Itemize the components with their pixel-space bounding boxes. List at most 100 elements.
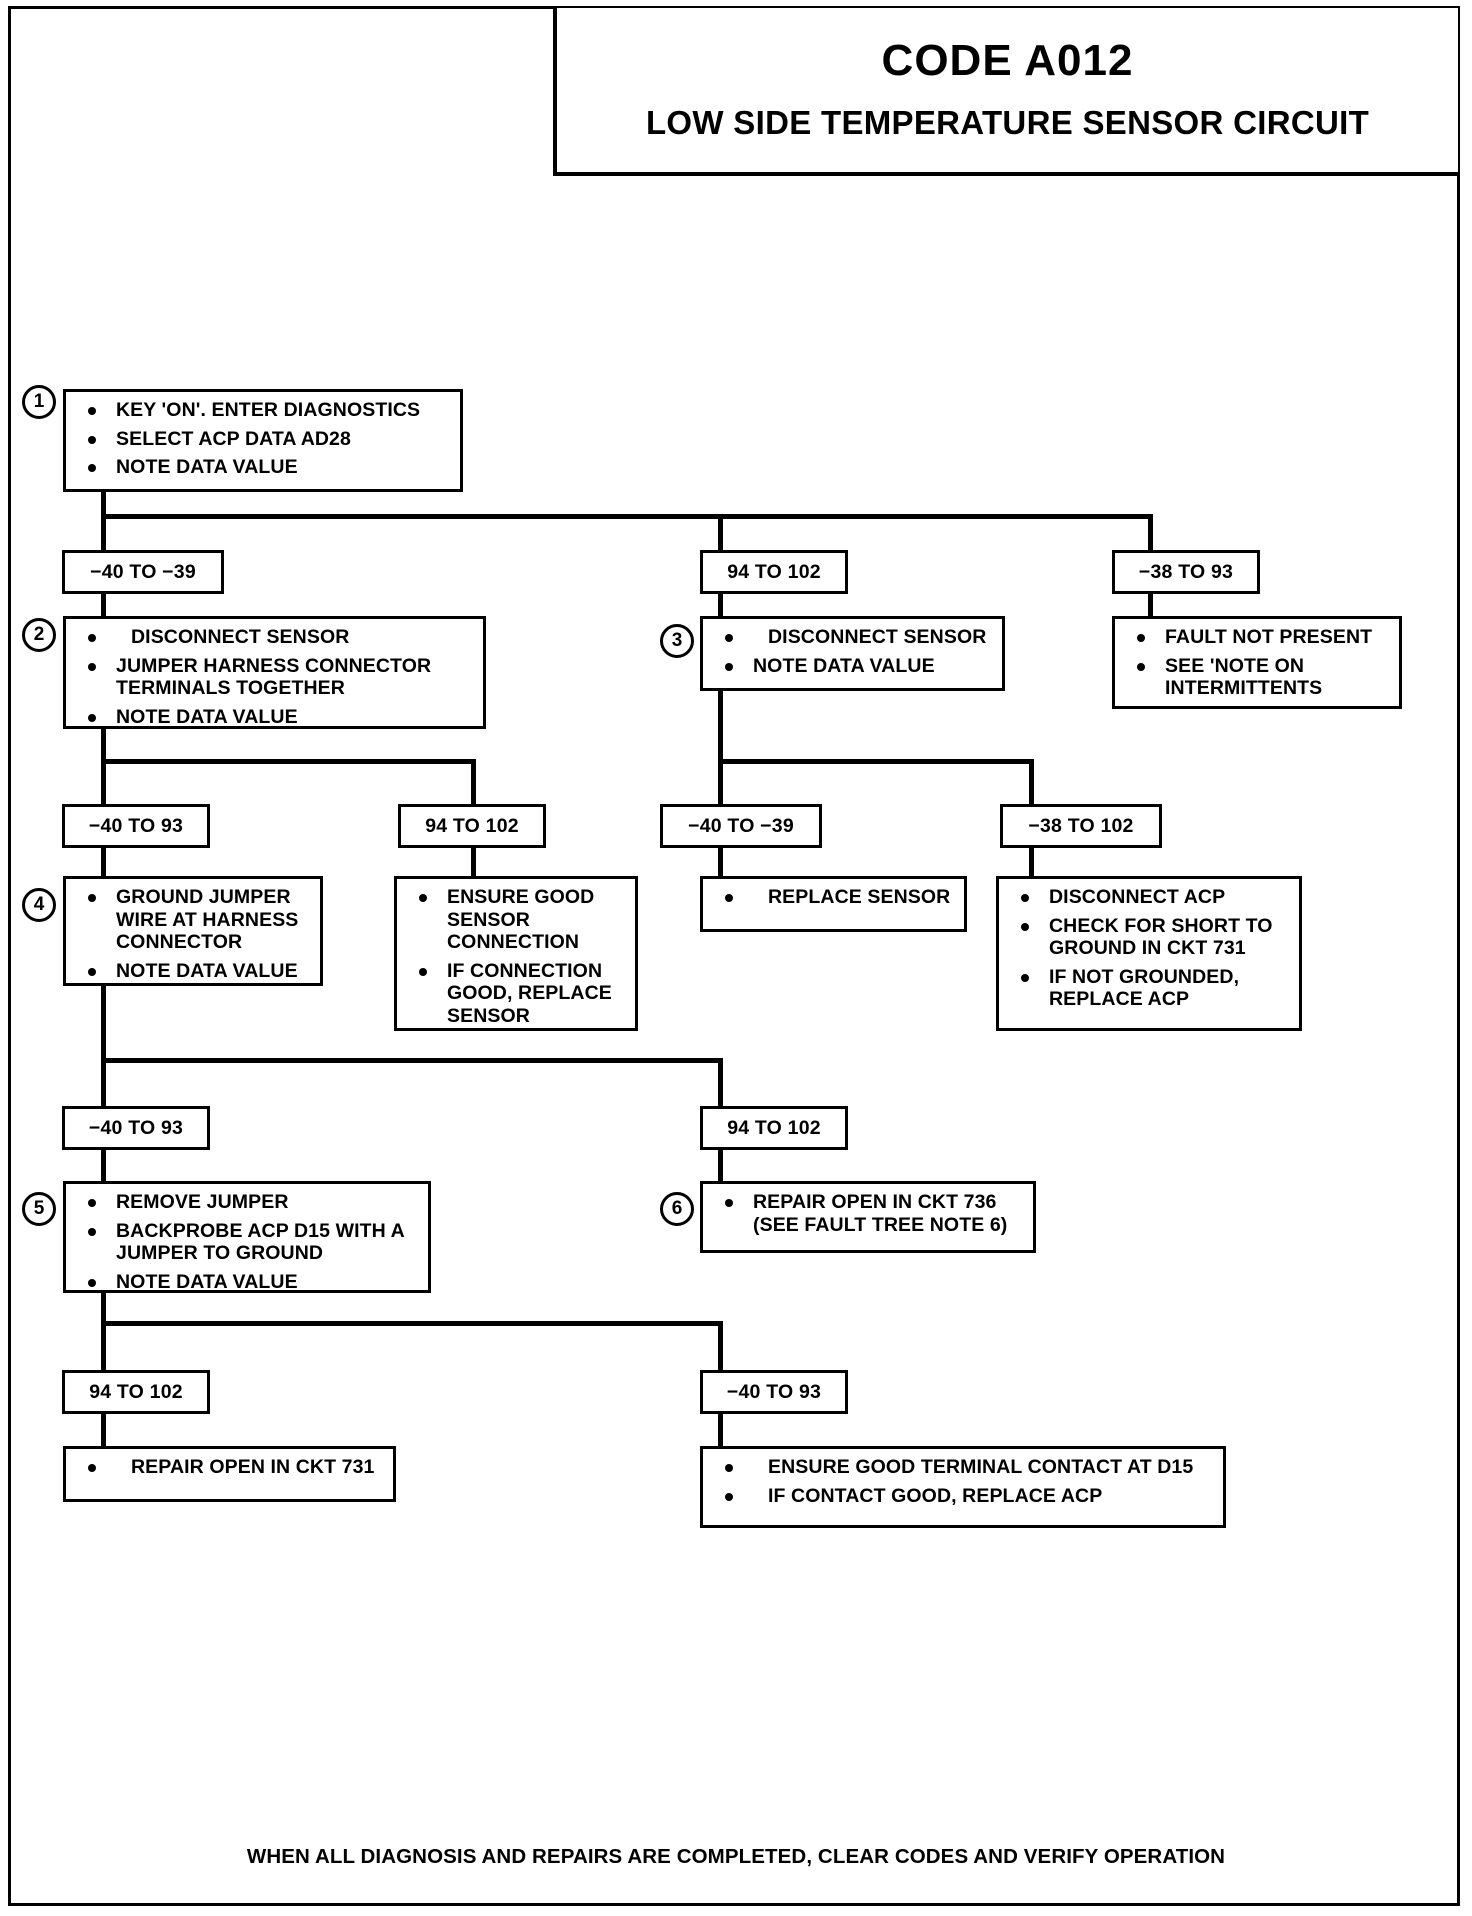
connector-r5-right-to-ensure-terminal	[718, 1414, 723, 1446]
connector-r3-left-to-replace-sensor	[718, 848, 723, 876]
terminal-box-fault-not-present[interactable]: FAULT NOT PRESENT SEE 'NOTE ON INTERMITT…	[1112, 616, 1402, 709]
connector-r1-left-to-step2	[101, 594, 106, 616]
step-number-3: 3	[660, 624, 694, 658]
range-label: −38 TO 102	[1028, 814, 1134, 837]
connector-branch3-right-drop	[1029, 759, 1034, 804]
connector-branch5-left-drop	[101, 1321, 106, 1370]
terminal-box-replace-sensor[interactable]: REPLACE SENSOR	[700, 876, 967, 932]
fault-not-present-item-1: FAULT NOT PRESENT	[1125, 626, 1391, 649]
connector-r5-left-to-repair-731	[101, 1414, 106, 1446]
range-label: 94 TO 102	[425, 814, 519, 837]
step-5-item-3: NOTE DATA VALUE	[76, 1271, 420, 1294]
disconnect-acp-item-2: CHECK FOR SHORT TO GROUND IN CKT 731	[1009, 915, 1291, 960]
range-box-r3-left: −40 TO −39	[660, 804, 822, 848]
range-box-r5-left: 94 TO 102	[62, 1370, 210, 1414]
range-label: −40 TO 93	[88, 814, 184, 837]
step-6-item-1: REPAIR OPEN IN CKT 736 (SEE FAULT TREE N…	[713, 1191, 1025, 1236]
step-4-item-1: GROUND JUMPER WIRE AT HARNESS CONNECTOR	[76, 886, 312, 954]
connector-branch4-right-drop	[718, 1058, 723, 1106]
ensure-good-sensor-item-1: ENSURE GOOD SENSOR CONNECTION	[407, 886, 627, 954]
step-number-4: 4	[22, 888, 56, 922]
connector-branch-bar-1	[101, 514, 1153, 519]
step-box-4[interactable]: GROUND JUMPER WIRE AT HARNESS CONNECTOR …	[63, 876, 323, 986]
step-5-item-2: BACKPROBE ACP D15 WITH A JUMPER TO GROUN…	[76, 1220, 420, 1265]
connector-branch-bar-3	[718, 759, 1034, 764]
replace-sensor-item-1: REPLACE SENSOR	[713, 886, 956, 909]
connector-step1-down	[101, 492, 106, 514]
connector-branch2-right-drop	[471, 759, 476, 804]
range-box-r1-mid: 94 TO 102	[700, 550, 848, 594]
step-3-item-2: NOTE DATA VALUE	[713, 655, 994, 678]
ensure-good-sensor-item-2: IF CONNECTION GOOD, REPLACE SENSOR	[407, 960, 627, 1028]
step-box-5[interactable]: REMOVE JUMPER BACKPROBE ACP D15 WITH A J…	[63, 1181, 431, 1293]
page-title-subtitle: LOW SIDE TEMPERATURE SENSOR CIRCUIT	[645, 104, 1370, 141]
title-block: CODE A012 LOW SIDE TEMPERATURE SENSOR CI…	[553, 8, 1458, 176]
terminal-box-ensure-terminal-contact[interactable]: ENSURE GOOD TERMINAL CONTACT AT D15 IF C…	[700, 1446, 1226, 1528]
connector-r4-left-to-step5	[101, 1150, 106, 1181]
step-2-item-2: JUMPER HARNESS CONNECTOR TERMINALS TOGET…	[76, 655, 475, 700]
range-box-r1-left: −40 TO −39	[62, 550, 224, 594]
connector-branch4-left-drop	[101, 1058, 106, 1106]
range-box-r2-right: 94 TO 102	[398, 804, 546, 848]
disconnect-acp-item-1: DISCONNECT ACP	[1009, 886, 1291, 909]
range-label: −38 TO 93	[1138, 560, 1234, 583]
connector-r2-right-to-ensure-sensor	[471, 848, 476, 876]
connector-step4-down	[101, 986, 106, 1058]
terminal-box-repair-open-731[interactable]: REPAIR OPEN IN CKT 731	[63, 1446, 396, 1502]
step-box-6[interactable]: REPAIR OPEN IN CKT 736 (SEE FAULT TREE N…	[700, 1181, 1036, 1253]
step-2-item-3: NOTE DATA VALUE	[76, 706, 475, 729]
range-label: 94 TO 102	[727, 560, 821, 583]
range-box-r4-left: −40 TO 93	[62, 1106, 210, 1150]
range-label: 94 TO 102	[727, 1116, 821, 1139]
range-box-r5-right: −40 TO 93	[700, 1370, 848, 1414]
connector-step5-down	[101, 1293, 106, 1321]
step-number-6: 6	[660, 1192, 694, 1226]
step-1-item-3: NOTE DATA VALUE	[76, 456, 452, 479]
step-5-item-1: REMOVE JUMPER	[76, 1191, 420, 1214]
step-box-1[interactable]: KEY 'ON'. ENTER DIAGNOSTICS SELECT ACP D…	[63, 389, 463, 492]
step-box-2[interactable]: DISCONNECT SENSOR JUMPER HARNESS CONNECT…	[63, 616, 486, 729]
step-box-3[interactable]: DISCONNECT SENSOR NOTE DATA VALUE	[700, 616, 1005, 691]
range-box-r1-right: −38 TO 93	[1112, 550, 1260, 594]
range-box-r2-left: −40 TO 93	[62, 804, 210, 848]
connector-branch-bar-2	[101, 759, 476, 764]
range-label: −40 TO 93	[88, 1116, 184, 1139]
disconnect-acp-item-3: IF NOT GROUNDED, REPLACE ACP	[1009, 966, 1291, 1011]
range-label: 94 TO 102	[89, 1380, 183, 1403]
connector-step3-down	[718, 691, 723, 759]
connector-branch5-right-drop	[718, 1321, 723, 1370]
step-number-2: 2	[22, 618, 56, 652]
step-4-item-2: NOTE DATA VALUE	[76, 960, 312, 983]
page-border	[8, 6, 1460, 1906]
connector-r4-right-to-step6	[718, 1150, 723, 1181]
range-box-r4-right: 94 TO 102	[700, 1106, 848, 1150]
connector-r2-left-to-step4	[101, 848, 106, 876]
terminal-box-disconnect-acp[interactable]: DISCONNECT ACP CHECK FOR SHORT TO GROUND…	[996, 876, 1302, 1031]
connector-r3-right-to-disconnect-acp	[1029, 848, 1034, 876]
step-2-item-1: DISCONNECT SENSOR	[76, 626, 475, 649]
page-title-code: CODE A012	[881, 36, 1134, 85]
range-label: −40 TO −39	[688, 814, 794, 837]
step-1-item-2: SELECT ACP DATA AD28	[76, 428, 452, 451]
ensure-terminal-contact-item-1: ENSURE GOOD TERMINAL CONTACT AT D15	[713, 1456, 1215, 1479]
step-number-1: 1	[22, 385, 56, 419]
step-1-item-1: KEY 'ON'. ENTER DIAGNOSTICS	[76, 399, 452, 422]
connector-branch1-left-drop	[101, 514, 106, 550]
connector-branch2-left-drop	[101, 759, 106, 804]
terminal-box-ensure-good-sensor[interactable]: ENSURE GOOD SENSOR CONNECTION IF CONNECT…	[394, 876, 638, 1031]
step-3-item-1: DISCONNECT SENSOR	[713, 626, 994, 649]
connector-branch3-left-drop	[718, 759, 723, 804]
connector-branch-bar-5	[101, 1321, 723, 1326]
repair-open-731-item-1: REPAIR OPEN IN CKT 731	[76, 1456, 385, 1479]
connector-branch1-mid-drop	[718, 514, 723, 550]
range-label: −40 TO −39	[90, 560, 196, 583]
connector-step2-down	[101, 729, 106, 759]
connector-branch-bar-4	[101, 1058, 723, 1063]
range-label: −40 TO 93	[726, 1380, 822, 1403]
connector-branch1-right-drop	[1148, 514, 1153, 550]
connector-r1-mid-to-step3	[718, 594, 723, 616]
connector-r1-right-to-terminal	[1148, 594, 1153, 616]
range-box-r3-right: −38 TO 102	[1000, 804, 1162, 848]
step-number-5: 5	[22, 1192, 56, 1226]
